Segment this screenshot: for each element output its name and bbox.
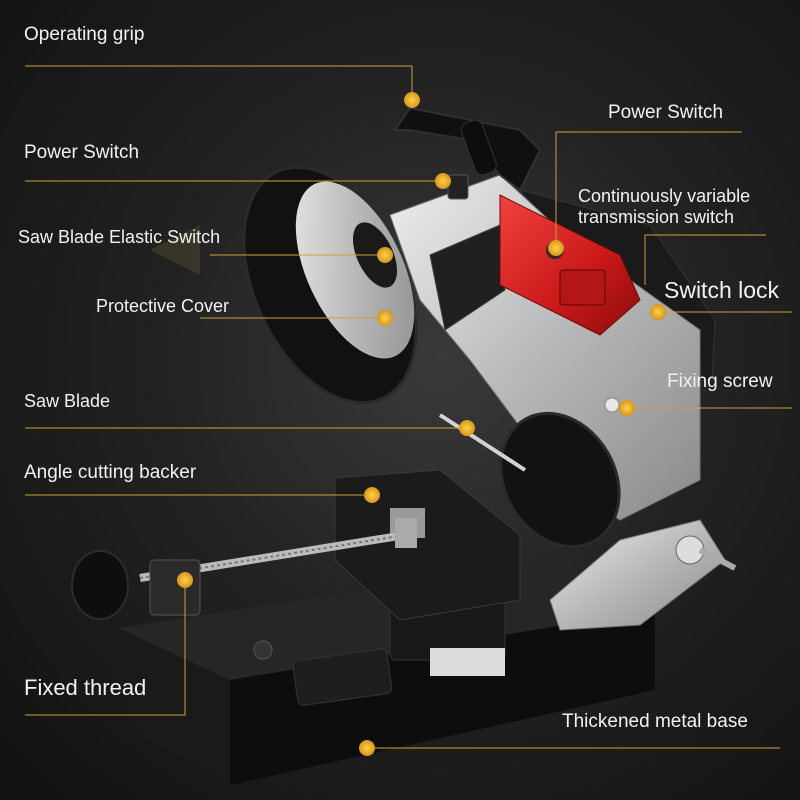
label-continuously-variable-transmission-switch: Continuously variable transmission switc…: [578, 186, 778, 227]
label-power-switch-left: Power Switch: [24, 142, 140, 163]
label-thickened-metal-base: Thickened metal base: [562, 711, 748, 732]
label-fixed-thread: Fixed thread: [24, 675, 147, 700]
label-power-switch-right: Power Switch: [608, 102, 724, 123]
marker-saw-blade: [459, 420, 475, 436]
marker-fixed-thread: [177, 572, 193, 588]
leader-lines: [25, 65, 792, 749]
marker-switch-lock: [650, 304, 666, 320]
label-fixing-screw: Fixing screw: [667, 371, 773, 392]
marker-power-switch-left: [435, 173, 451, 189]
label-line-2: transmission switch: [578, 206, 735, 227]
marker-metal-base: [359, 740, 375, 756]
fixed-thread-assembly: [71, 518, 417, 620]
marker-fixing-screw: [619, 400, 635, 416]
label-line-1: Continuously variable: [578, 186, 751, 206]
marker-power-switch-right: [548, 240, 564, 256]
marker-elastic-switch: [377, 247, 393, 263]
marker-operating-grip: [404, 92, 420, 108]
pivot-arm: [549, 519, 737, 631]
label-switch-lock: Switch lock: [664, 277, 780, 303]
label-saw-blade: Saw Blade: [24, 391, 111, 411]
callout-markers: [177, 92, 666, 756]
label-saw-blade-elastic-switch: Saw Blade Elastic Switch: [18, 227, 221, 247]
marker-angle-backer: [364, 487, 380, 503]
label-operating-grip: Operating grip: [24, 24, 145, 45]
marker-protective-cover: [377, 310, 393, 326]
label-angle-cutting-backer: Angle cutting backer: [24, 462, 197, 483]
label-protective-cover: Protective Cover: [96, 296, 230, 316]
